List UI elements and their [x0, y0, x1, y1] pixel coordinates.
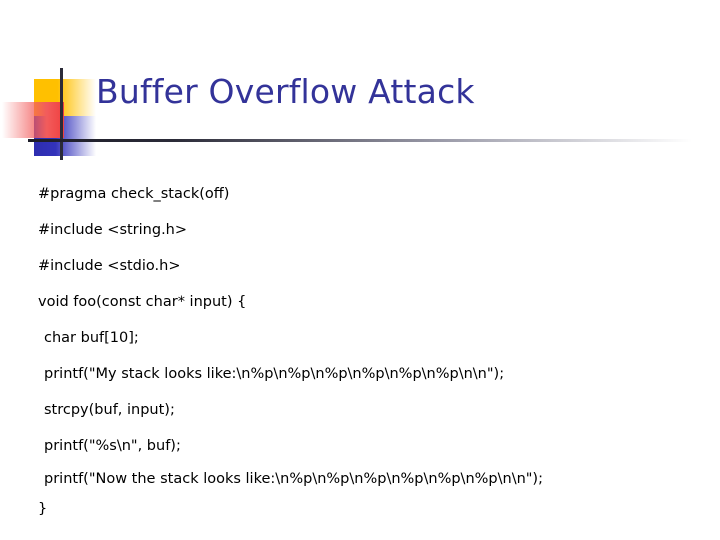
title-area: Buffer Overflow Attack	[0, 64, 720, 160]
red-square-icon	[2, 102, 64, 138]
code-line: void foo(const char* input) {	[38, 294, 247, 310]
code-line: char buf[10];	[44, 330, 139, 346]
code-line: }	[38, 501, 48, 517]
code-line: #include <stdio.h>	[38, 258, 181, 274]
horizontal-rule	[28, 139, 692, 142]
decorative-motif	[0, 64, 160, 160]
code-block: #pragma check_stack(off) #include <strin…	[0, 176, 720, 524]
code-line: strcpy(buf, input);	[44, 402, 175, 418]
code-line: printf("%s\n", buf);	[44, 438, 181, 454]
code-line: printf("Now the stack looks like:\n%p\n%…	[44, 471, 543, 487]
code-line: printf("My stack looks like:\n%p\n%p\n%p…	[44, 366, 505, 382]
page-title: Buffer Overflow Attack	[96, 72, 475, 111]
vertical-rule	[60, 68, 63, 160]
code-line: #pragma check_stack(off)	[38, 186, 230, 202]
code-line: #include <string.h>	[38, 222, 188, 238]
